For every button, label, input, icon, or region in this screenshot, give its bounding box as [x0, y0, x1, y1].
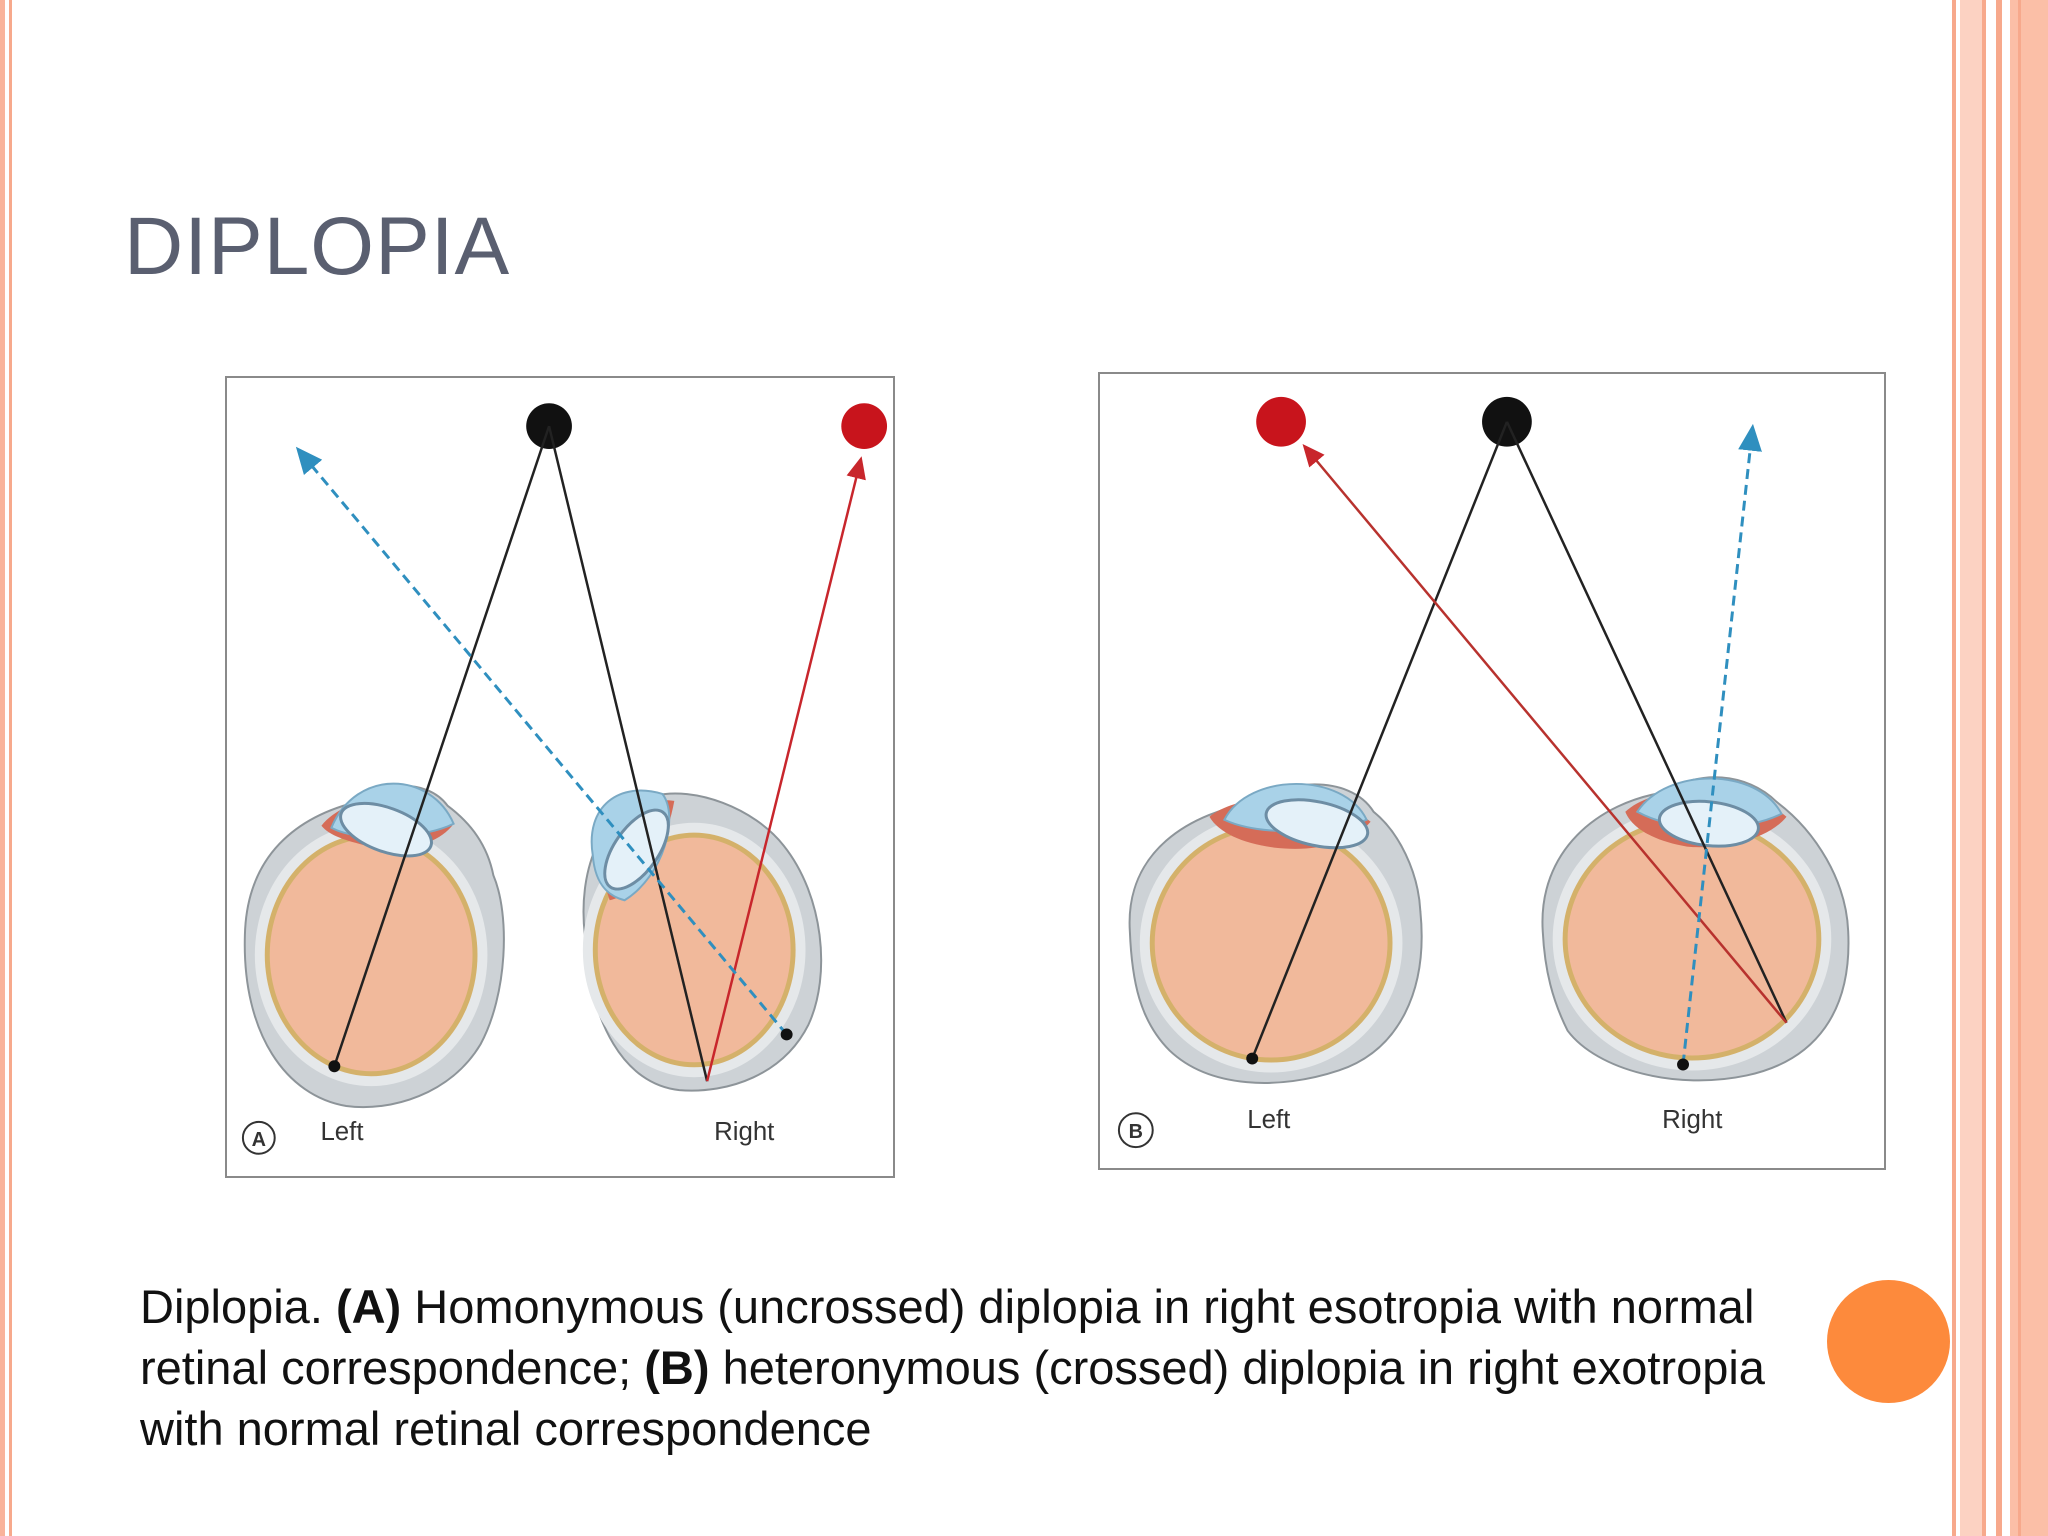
panel-b-marker-circle: [1117, 1112, 1154, 1149]
diagram-panel-a: A Left Right: [225, 376, 895, 1178]
panel-b-marker: B: [1129, 1121, 1143, 1143]
right-fovea-dot: [1677, 1058, 1689, 1071]
left-eye-icon: [1128, 783, 1423, 1084]
right-eye-icon: [1541, 776, 1850, 1082]
right-fovea-dot: [780, 1028, 793, 1041]
right-eye-icon: [582, 789, 823, 1092]
caption-text-b: heteronymous (crossed) diplopia in right…: [140, 1341, 1765, 1455]
panel-b-left-label: Left: [1247, 1106, 1290, 1134]
decorative-orange-circle: [1827, 1280, 1950, 1403]
panel-a-left-label: Left: [320, 1118, 363, 1146]
left-eye-visual-axis-line: [1251, 421, 1509, 1059]
caption-text-a: Homonymous (uncrossed) diplopia in right…: [140, 1280, 1755, 1394]
caption-marker-b: (B): [644, 1341, 710, 1394]
slide-frame-right: [1952, 0, 2048, 1536]
slide-title: DIPLOPIA: [124, 201, 511, 292]
left-eye-visual-axis-line: [333, 425, 551, 1067]
figure-caption: Diplopia. (A) Homonymous (uncrossed) dip…: [140, 1276, 1800, 1459]
red-image-icon: [841, 403, 888, 449]
diagram-a-svg: A Left Right: [241, 403, 888, 1155]
diagram-b-svg: B Left Right: [1117, 396, 1850, 1149]
right-eye-object-ray-line: [547, 425, 709, 1082]
caption-intro: Diplopia.: [140, 1280, 323, 1333]
left-fovea-dot: [328, 1060, 341, 1073]
red-image-ray-line: [1302, 443, 1788, 1024]
panel-a-right-label: Right: [714, 1118, 774, 1146]
diagram-panel-b: B Left Right: [1098, 372, 1886, 1170]
black-object-icon: [1482, 396, 1532, 447]
left-fovea-dot: [1246, 1052, 1259, 1065]
right-eye-object-ray-line: [1505, 421, 1788, 1024]
panel-a-marker: A: [252, 1129, 266, 1151]
slide-frame-left: [0, 0, 12, 1536]
red-image-icon: [1256, 396, 1306, 447]
panel-a-marker-circle: [241, 1120, 276, 1155]
panel-b-right-label: Right: [1662, 1106, 1722, 1134]
red-image-ray-line: [705, 456, 866, 1082]
caption-marker-a: (A): [335, 1280, 402, 1333]
right-eye-visual-axis-dashed-line: [295, 446, 788, 1036]
right-eye-visual-axis-dashed-line: [1681, 423, 1762, 1065]
